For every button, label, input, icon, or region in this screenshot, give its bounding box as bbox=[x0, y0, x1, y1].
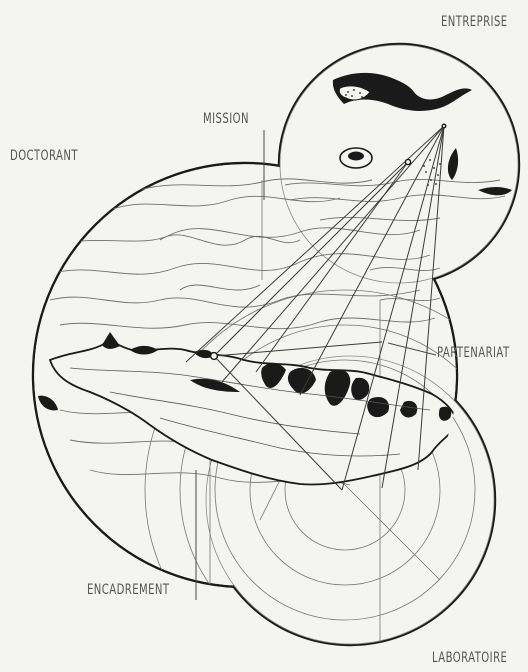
label-laboratoire: LABORATOIRE bbox=[432, 650, 507, 666]
label-entreprise: ENTREPRISE bbox=[441, 14, 508, 30]
label-doctorant: DOCTORANT bbox=[10, 148, 78, 164]
label-mission: MISSION bbox=[203, 111, 249, 127]
label-encadrement: ENCADREMENT bbox=[87, 582, 169, 598]
label-partenariat: PARTENARIAT bbox=[437, 345, 510, 361]
